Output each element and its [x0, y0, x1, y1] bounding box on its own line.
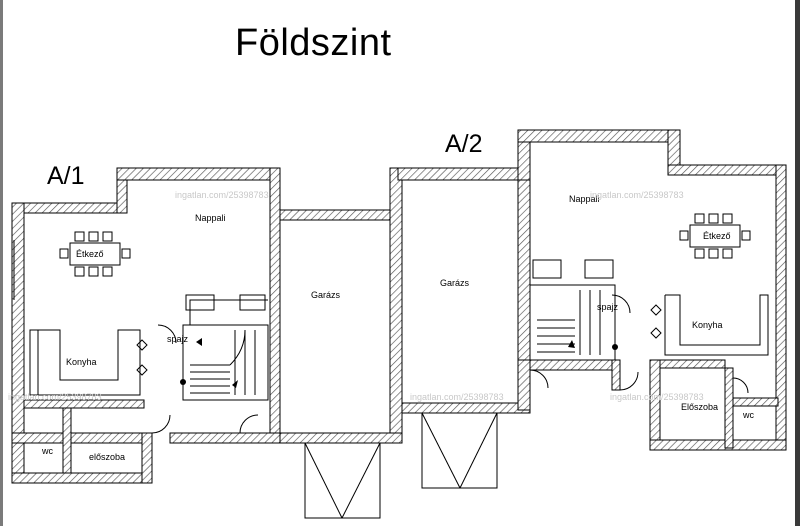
left-window-edge — [0, 0, 3, 526]
room-label-a1-spajz: spajz — [167, 334, 189, 344]
a2-stair-dot — [612, 344, 618, 350]
room-label-a1-nappali: Nappali — [195, 213, 226, 223]
a1-furniture — [13, 231, 381, 519]
unit-label-a1: A/1 — [47, 162, 85, 190]
watermark: ingatlan.com/25398783 — [8, 392, 102, 402]
page-title: Földszint — [235, 22, 392, 64]
a1-stair-dot — [180, 379, 186, 385]
a2-stair-arrow — [568, 340, 575, 348]
a1-stair-arrow-2 — [196, 338, 202, 346]
watermark: ingatlan.com/25398783 — [410, 392, 504, 402]
room-label-a1-etkezo: Étkező — [76, 249, 104, 259]
unit-label-a2: A/2 — [445, 130, 483, 158]
room-label-a1-wc: wc — [42, 446, 53, 456]
a2-furniture — [421, 213, 769, 489]
watermark: ingatlan.com/25398783 — [590, 190, 684, 200]
watermark: ingatlan.com/25398783 — [175, 190, 269, 200]
room-label-a2-wc: wc — [743, 410, 754, 420]
room-label-a1-konyha: Konyha — [66, 357, 97, 367]
room-label-a2-nappali: Nappali — [569, 194, 600, 204]
room-label-a2-eloszoba: Előszoba — [681, 402, 719, 412]
room-label-a2-garazs: Garázs — [440, 278, 470, 288]
a1-garage-walls — [279, 167, 403, 444]
a1-stair-arrow — [232, 380, 238, 388]
a2-walls — [397, 129, 787, 451]
room-label-a1-eloszoba: előszoba — [89, 452, 126, 462]
room-label-a2-konyha: Konyha — [692, 320, 723, 330]
watermark: ingatlan.com/25398783 — [610, 392, 704, 402]
room-label-a1-garazs: Garázs — [311, 290, 341, 300]
right-window-edge — [795, 0, 800, 526]
room-label-a2-etkezo: Étkező — [703, 231, 731, 241]
room-label-a2-spajz: spajz — [597, 302, 619, 312]
